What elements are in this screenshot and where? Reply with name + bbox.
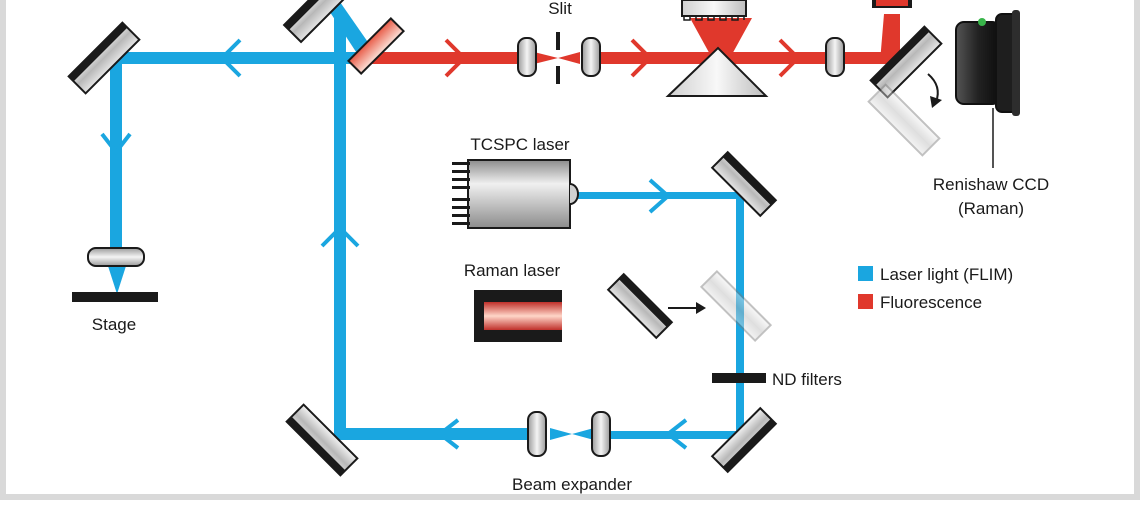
raman-laser-label: Raman laser [464,261,561,280]
ccd-label-line2: (Raman) [958,199,1024,218]
flip-mirror-solid [606,272,674,340]
legend-swatch-laser [858,266,873,281]
mirror-bottom-left [285,403,359,477]
slit-label: Slit [548,0,572,18]
fluorescence-path [370,14,900,64]
ccd-label-line1: Renishaw CCD [933,175,1049,194]
ccd-mirror-ghost [867,83,941,157]
mirror-top-left [67,21,141,95]
lens-ccd [825,37,845,77]
lens-slit-left [517,37,537,77]
flip-mirror-ghost [699,269,773,343]
ccd-camera [955,10,1020,116]
sample-stage [72,292,158,302]
legend-label-fluorescence: Fluorescence [880,293,982,312]
slit-blades [556,32,560,84]
ccd-flip-arrow [927,73,942,108]
lens-stage [87,247,145,267]
legend-swatch-fluorescence [858,294,873,309]
laser-beam-path [108,2,744,440]
flip-arrow [668,302,706,314]
fluorescence-direction-arrows [444,38,801,78]
legend: Laser light (FLIM) Fluorescence [858,265,1013,312]
mirror-right-top [710,150,778,218]
spectrometer-filter [872,0,912,8]
beam-expander-label: Beam expander [512,475,632,494]
nd-filter-block [712,373,766,383]
lens-beam-expander-left [527,411,547,457]
tcspc-laser-label: TCSPC laser [470,135,570,154]
lens-slit-right [581,37,601,77]
prism [665,46,769,97]
raman-laser [474,290,562,342]
ccd-mirror-solid [869,25,943,99]
tcspc-laser [452,159,579,229]
laser-direction-arrows [100,38,688,450]
nd-filters-label: ND filters [772,370,842,389]
dichroic-mirror [347,17,405,75]
mirror-right-bottom [710,406,778,474]
mirror-top-center [282,0,354,44]
stage-label: Stage [92,315,136,334]
lens-beam-expander-right [591,411,611,457]
legend-label-laser: Laser light (FLIM) [880,265,1013,284]
grating [681,0,747,21]
